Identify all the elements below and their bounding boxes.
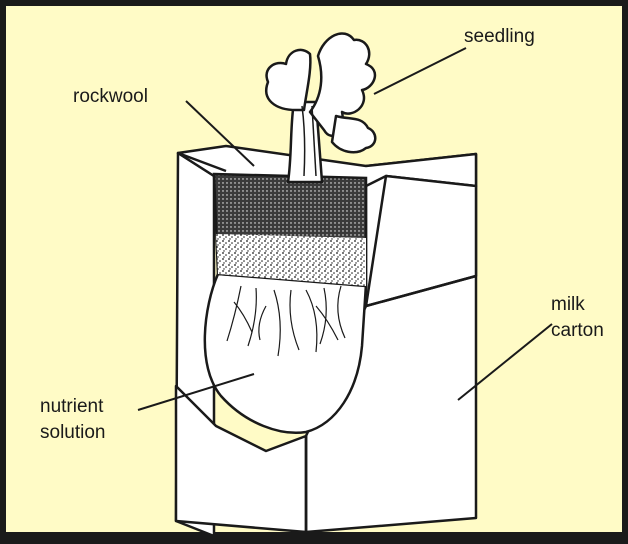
seedling-leaf-left	[266, 50, 310, 110]
seedling-leader	[374, 48, 466, 94]
seedling-leaf-back	[332, 116, 375, 152]
label-seedling: seedling	[464, 26, 535, 48]
label-nutrient-line2: solution	[40, 422, 106, 444]
label-milk-line1: milk	[551, 294, 585, 316]
label-rockwool: rockwool	[73, 86, 148, 108]
label-nutrient-line1: nutrient	[40, 396, 103, 418]
label-milk-line2: carton	[551, 320, 604, 342]
